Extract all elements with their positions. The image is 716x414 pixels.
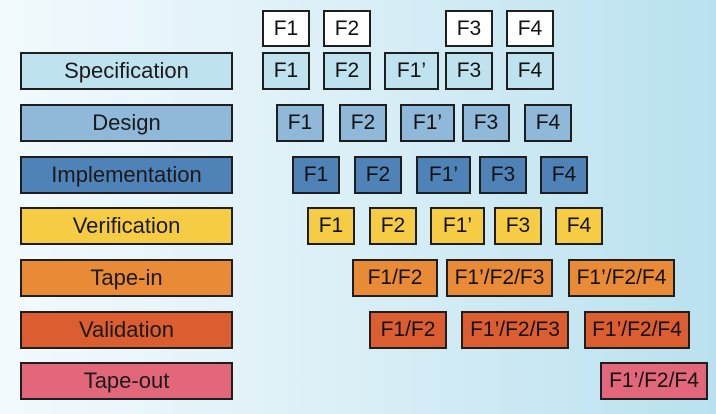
task-box-design: F1’ (400, 104, 455, 142)
task-box-design: F4 (524, 104, 572, 142)
task-box-verification: F2 (369, 207, 417, 245)
task-box-design: F1 (276, 104, 324, 142)
task-box-tape-in: F1’/F2/F4 (568, 259, 675, 297)
stage-label-design: Design (20, 104, 233, 142)
header-task-box: F3 (445, 10, 493, 47)
task-box-verification: F4 (555, 207, 603, 245)
stage-label-tape-in: Tape-in (20, 259, 233, 297)
task-box-specification: F1’ (384, 52, 439, 90)
header-task-box: F4 (506, 10, 554, 47)
task-box-validation: F1’/F2/F3 (461, 311, 569, 349)
task-box-implementation: F4 (540, 156, 588, 194)
header-task-box: F2 (323, 10, 371, 47)
task-box-specification: F4 (506, 52, 554, 90)
stage-label-verification: Verification (20, 207, 233, 245)
task-box-implementation: F1 (292, 156, 340, 194)
task-box-verification: F1’ (430, 207, 485, 245)
task-box-specification: F1 (262, 52, 310, 90)
stage-label-validation: Validation (20, 311, 233, 349)
stage-label-tape-out: Tape-out (20, 362, 233, 400)
task-box-specification: F3 (445, 52, 493, 90)
stage-label-specification: Specification (20, 52, 233, 90)
task-box-validation: F1’/F2/F4 (584, 311, 690, 349)
task-box-implementation: F3 (479, 156, 527, 194)
task-box-implementation: F1’ (416, 156, 471, 194)
task-box-specification: F2 (323, 52, 371, 90)
stage-label-implementation: Implementation (20, 156, 233, 194)
task-box-validation: F1/F2 (369, 311, 447, 349)
task-box-tape-in: F1’/F2/F3 (446, 259, 553, 297)
task-box-design: F3 (462, 104, 510, 142)
task-box-tape-in: F1/F2 (352, 259, 438, 297)
task-box-tape-out: F1’/F2/F4 (600, 362, 708, 400)
task-box-design: F2 (339, 104, 387, 142)
task-box-verification: F3 (494, 207, 542, 245)
header-task-box: F1 (262, 10, 310, 47)
task-box-verification: F1 (307, 207, 355, 245)
task-box-implementation: F2 (354, 156, 402, 194)
